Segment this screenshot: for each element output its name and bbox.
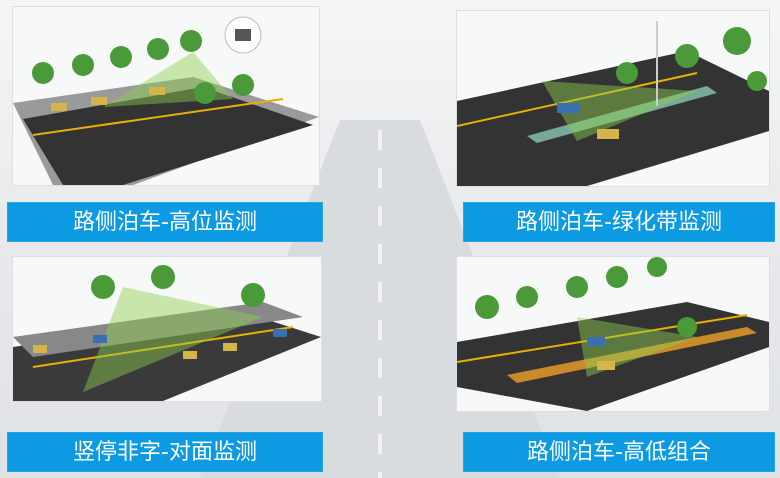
panel-label-3: 竖停非字-对面监测 <box>7 432 323 472</box>
scene-high-position <box>12 6 320 186</box>
panel-label-2: 路侧泊车-绿化带监测 <box>463 202 775 242</box>
panel-label-4: 路侧泊车-高低组合 <box>463 432 775 472</box>
scene-illustration-2 <box>457 21 769 186</box>
scene-opposite-side <box>12 256 322 402</box>
scene-illustration-4 <box>457 257 769 411</box>
panel-label-1: 路侧泊车-高位监测 <box>7 202 323 242</box>
scene-green-belt <box>456 10 770 187</box>
scene-illustration-1 <box>13 16 319 185</box>
scene-illustration-3 <box>13 265 321 401</box>
scene-high-low-combo <box>456 256 770 412</box>
camera-icon <box>235 29 251 41</box>
